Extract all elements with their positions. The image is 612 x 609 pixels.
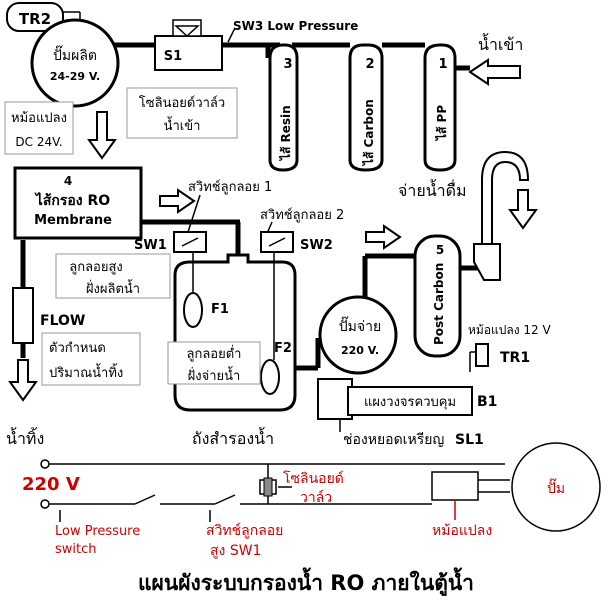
svg-text:5: 5 xyxy=(436,243,444,257)
float-high-box xyxy=(55,253,171,299)
svg-text:โซลินอยด์วาล์ว: โซลินอยด์วาล์ว xyxy=(139,95,225,111)
filter-1: 1 ไส้ PP xyxy=(423,43,457,172)
flow-restrictor xyxy=(12,287,34,344)
svg-text:2: 2 xyxy=(365,57,374,72)
low-pressure-label-1: Low Pressure xyxy=(55,524,140,539)
svg-text:DC 24V.: DC 24V. xyxy=(15,135,62,149)
flow-desc-box xyxy=(41,332,141,386)
faucet-body xyxy=(473,243,501,281)
adapter-right-label: หม้อแปลง 12 V xyxy=(468,323,551,337)
ro-membrane xyxy=(13,166,143,240)
dispense-pump xyxy=(318,295,398,375)
solenoid-desc-box xyxy=(126,87,238,139)
solenoid-s1-valve-icon xyxy=(174,25,200,38)
tr2-label: TR2 xyxy=(19,10,51,28)
svg-text:หม้อแปลง: หม้อแปลง xyxy=(11,111,67,126)
post-carbon-arrow-icon xyxy=(365,224,402,250)
coin-slot-label: ช่องหยอดเหรียญ xyxy=(343,432,444,448)
drinking-down-arrow-icon xyxy=(508,189,538,230)
control-board xyxy=(317,378,353,420)
svg-text:น้ำเข้า: น้ำเข้า xyxy=(164,116,201,134)
svg-text:B1: B1 xyxy=(477,394,497,410)
control-board-main xyxy=(347,386,473,416)
drinking-out-label: จ่ายน้ำดื่ม xyxy=(398,179,467,200)
svg-text:3: 3 xyxy=(283,57,292,72)
tank-label: ถังสำรองน้ำ xyxy=(192,427,274,448)
filter-3: 3 ไส้ Resin xyxy=(268,43,299,172)
svg-text:ตัวกำหนด: ตัวกำหนด xyxy=(49,341,106,356)
s1-label: S1 xyxy=(164,49,182,64)
svg-text:FLOW: FLOW xyxy=(40,313,85,329)
adapter-left-box xyxy=(4,101,74,155)
svg-text:ฝั่งผลิตน้ำ: ฝั่งผลิตน้ำ xyxy=(86,279,140,297)
production-pump-voltage: 24-29 V. xyxy=(50,70,100,83)
solenoid-s1 xyxy=(154,35,223,71)
float-f1 xyxy=(183,292,203,328)
pump-wire-label: ปั๊ม xyxy=(547,478,565,497)
production-pump xyxy=(30,18,120,108)
water-in-arrow-icon xyxy=(468,58,521,86)
sw1-label: SW1 xyxy=(134,238,167,253)
svg-text:1: 1 xyxy=(438,57,447,72)
svg-text:4: 4 xyxy=(64,174,72,188)
solenoid-wire-label-2: วาล์ว xyxy=(300,489,332,506)
pump-down-arrow-icon xyxy=(87,111,117,160)
post-carbon-filter xyxy=(413,234,462,358)
svg-text:ฝั่งจ่ายน้ำ: ฝั่งจ่ายน้ำ xyxy=(188,366,241,384)
svg-text:ลูกลอยสูง: ลูกลอยสูง xyxy=(69,260,123,275)
svg-text:ไส้ Carbon: ไส้ Carbon xyxy=(361,99,376,167)
ro-out-arrow-icon xyxy=(159,188,196,214)
svg-text:ไส้ PP: ไส้ PP xyxy=(434,105,449,142)
faucet-icon xyxy=(481,150,530,245)
svg-text:ไส้กรอง RO: ไส้กรอง RO xyxy=(34,191,110,209)
voltage-label: 220 V xyxy=(22,474,80,495)
solenoid-wire-label-1: โซลินอยด์ xyxy=(283,470,344,487)
solenoid-coil-inner xyxy=(263,477,273,497)
float-switch-2-label: สวิทช์ลูกลอย 2 xyxy=(260,207,344,223)
sl1-label: SL1 xyxy=(455,432,484,448)
tr2-box xyxy=(6,2,64,32)
pump-wire-circle xyxy=(511,442,601,532)
svg-text:TR1: TR1 xyxy=(500,350,530,366)
transformer-box xyxy=(431,471,479,501)
svg-text:220 V.: 220 V. xyxy=(341,344,379,357)
terminal-top xyxy=(40,459,50,469)
waste-out-label: น้ำทิ้ง xyxy=(6,427,44,448)
float-high-sw-label-2: สูง SW1 xyxy=(210,543,261,559)
float-low-box xyxy=(167,341,261,385)
tr1-box xyxy=(475,343,489,367)
low-pressure-label-2: switch xyxy=(55,542,97,557)
water-in-label: น้ำเข้า xyxy=(478,33,523,54)
sw2-label: SW2 xyxy=(300,238,333,253)
svg-text:F1: F1 xyxy=(211,302,229,317)
waste-down-arrow-icon xyxy=(8,359,38,402)
svg-text:Post Carbon: Post Carbon xyxy=(432,263,446,345)
float-switch-1-label: สวิทช์ลูกลอย 1 xyxy=(188,179,272,195)
svg-text:ปริมาณน้ำทิ้ง: ปริมาณน้ำทิ้ง xyxy=(49,363,123,381)
svg-text:ลูกลอยต่ำ: ลูกลอยต่ำ xyxy=(187,345,242,362)
filter-2: 2 ไส้ Carbon xyxy=(348,43,384,172)
svg-text:แผงวงจรควบคุม: แผงวงจรควบคุม xyxy=(364,395,456,410)
terminal-bottom xyxy=(40,499,50,509)
svg-text:ปั๊มจ่าย: ปั๊มจ่าย xyxy=(339,316,381,335)
float-f2 xyxy=(260,359,280,395)
svg-text:ไส้ Resin: ไส้ Resin xyxy=(278,105,293,162)
svg-text:F2: F2 xyxy=(274,341,292,356)
svg-text:Membrane: Membrane xyxy=(34,213,112,228)
transformer-label: หม้อแปลง xyxy=(432,523,492,539)
sw3-label: SW3 Low Pressure xyxy=(233,19,358,33)
diagram-title: แผนผังระบบกรองน้ำ RO ภายในตู้น้ำ xyxy=(138,567,474,597)
float-high-sw-label-1: สวิทช์ลูกลอย xyxy=(206,522,283,539)
production-pump-label: ปั๊มผลิต xyxy=(53,45,97,64)
